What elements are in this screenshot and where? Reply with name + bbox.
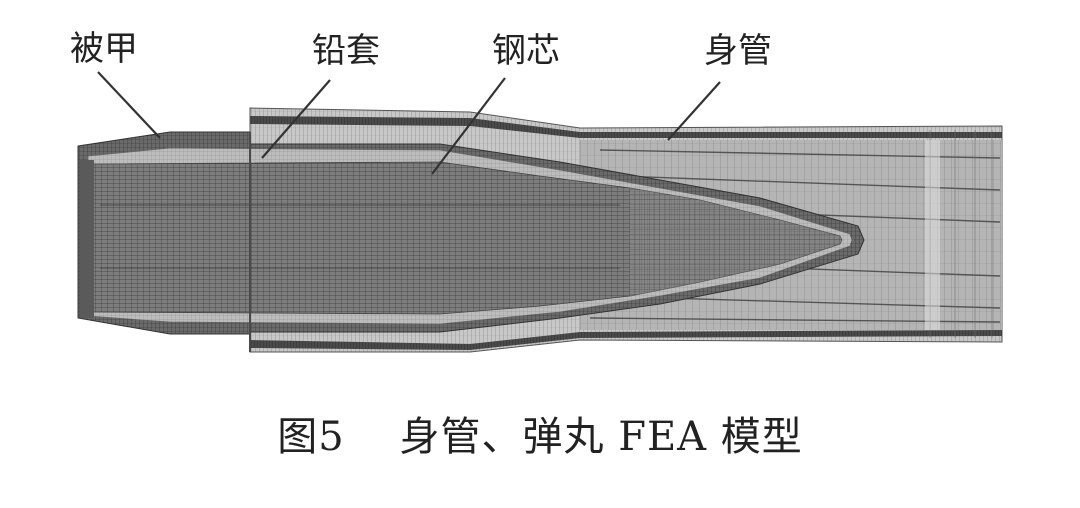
jacket-leader-line [97,71,161,139]
figure-title: 身管、弹丸 FEA 模型 [399,414,803,460]
steel-core-leader-line [431,77,506,175]
lead-sleeve-label: 铅套 [312,31,380,71]
steel-core-label: 钢芯 [492,31,560,71]
leader-lines [97,71,721,175]
steel-core-mesh [80,132,843,352]
jacket-label: 被甲 [70,29,138,69]
figure-number: 图5 [277,414,345,460]
figure-caption: 图5 身管、弹丸 FEA 模型 [0,404,1080,464]
caption-gap [345,414,400,460]
barrel-leader-line [667,81,721,141]
barrel-label: 身管 [704,31,772,71]
lead-sleeve-leader-line [261,79,331,159]
